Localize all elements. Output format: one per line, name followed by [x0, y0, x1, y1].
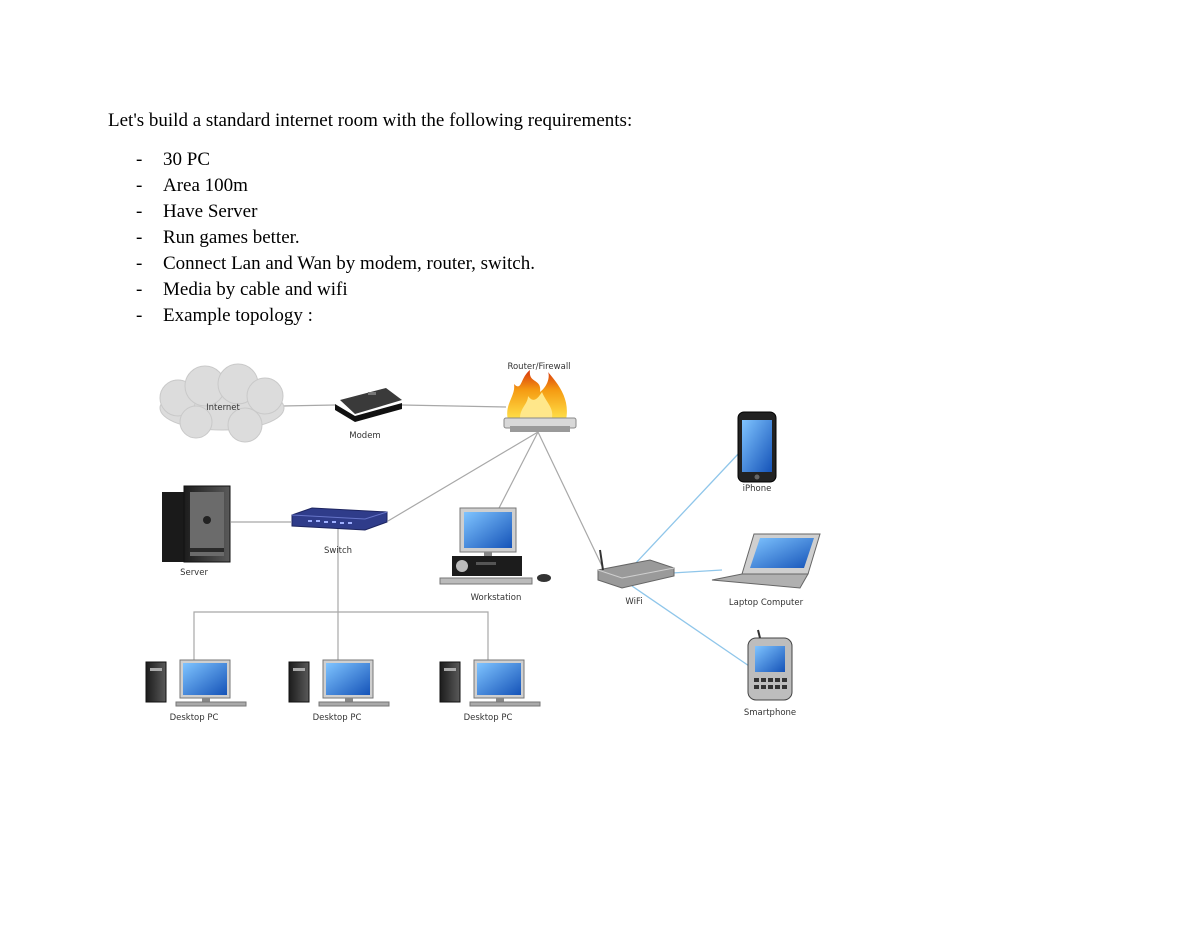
link-router-wifi — [537, 431, 603, 567]
iphone-label: iPhone — [743, 484, 772, 494]
wired-links — [193, 404, 603, 664]
bullet-dash: - — [136, 253, 143, 274]
list-item: -30 PC — [136, 147, 535, 173]
bullet-dash: - — [136, 201, 143, 222]
requirement-text: Connect Lan and Wan by modem, router, sw… — [163, 253, 535, 274]
requirement-text: 30 PC — [163, 149, 210, 170]
desktop-pc-icon — [288, 659, 390, 707]
modem-label: Modem — [349, 431, 380, 441]
desktop-pc-label: Desktop PC — [170, 713, 219, 723]
link-wifi-smartphone — [631, 585, 753, 669]
smartphone-icon — [747, 629, 793, 701]
bullet-dash: - — [136, 175, 143, 196]
wifi-router-icon — [597, 549, 675, 589]
requirement-text: Example topology : — [163, 305, 313, 326]
server-label: Server — [180, 568, 208, 578]
list-item: -Area 100m — [136, 173, 535, 199]
requirement-text: Media by cable and wifi — [163, 279, 348, 300]
wifi-label: WiFi — [625, 597, 642, 607]
link-router-workstation — [496, 431, 539, 513]
requirements-list: -30 PC -Area 100m -Have Server -Run game… — [136, 147, 535, 329]
link-desktop-bus — [193, 611, 489, 664]
link-wifi-iphone — [633, 451, 741, 566]
requirement-text: Area 100m — [163, 175, 248, 196]
desktop-pc-label: Desktop PC — [464, 713, 513, 723]
desktop-pc-label: Desktop PC — [313, 713, 362, 723]
list-item: -Example topology : — [136, 303, 535, 329]
workstation-label: Workstation — [471, 593, 522, 603]
bullet-dash: - — [136, 305, 143, 326]
switch-icon — [291, 507, 388, 531]
wireless-links — [631, 451, 753, 669]
link-router-switch — [387, 431, 539, 522]
laptop-label: Laptop Computer — [729, 598, 804, 608]
link-modem-router — [401, 404, 507, 408]
list-item: -Media by cable and wifi — [136, 277, 535, 303]
modem-icon — [335, 388, 402, 422]
smartphone-label: Smartphone — [744, 708, 796, 718]
requirement-text: Have Server — [163, 201, 258, 222]
router-label: Router/Firewall — [507, 362, 570, 372]
bullet-dash: - — [136, 279, 143, 300]
link-wifi-laptop — [671, 569, 723, 574]
link-internet-modem — [281, 404, 336, 407]
desktop-pc-icon — [439, 659, 541, 707]
router-firewall-icon — [503, 370, 577, 432]
list-item: -Run games better. — [136, 225, 535, 251]
workstation-icon — [439, 507, 551, 585]
list-item: -Have Server — [136, 199, 535, 225]
bullet-dash: - — [136, 149, 143, 170]
iphone-icon — [737, 411, 777, 483]
internet-cloud-icon — [159, 363, 285, 443]
server-icon — [162, 485, 231, 563]
requirement-text: Run games better. — [163, 227, 300, 248]
internet-label: Internet — [206, 403, 240, 413]
laptop-computer-icon — [711, 533, 821, 589]
page-heading: Let's build a standard internet room wit… — [108, 110, 633, 131]
switch-label: Switch — [324, 546, 352, 556]
desktop-pc-icon — [145, 659, 247, 707]
list-item: -Connect Lan and Wan by modem, router, s… — [136, 251, 535, 277]
bullet-dash: - — [136, 227, 143, 248]
